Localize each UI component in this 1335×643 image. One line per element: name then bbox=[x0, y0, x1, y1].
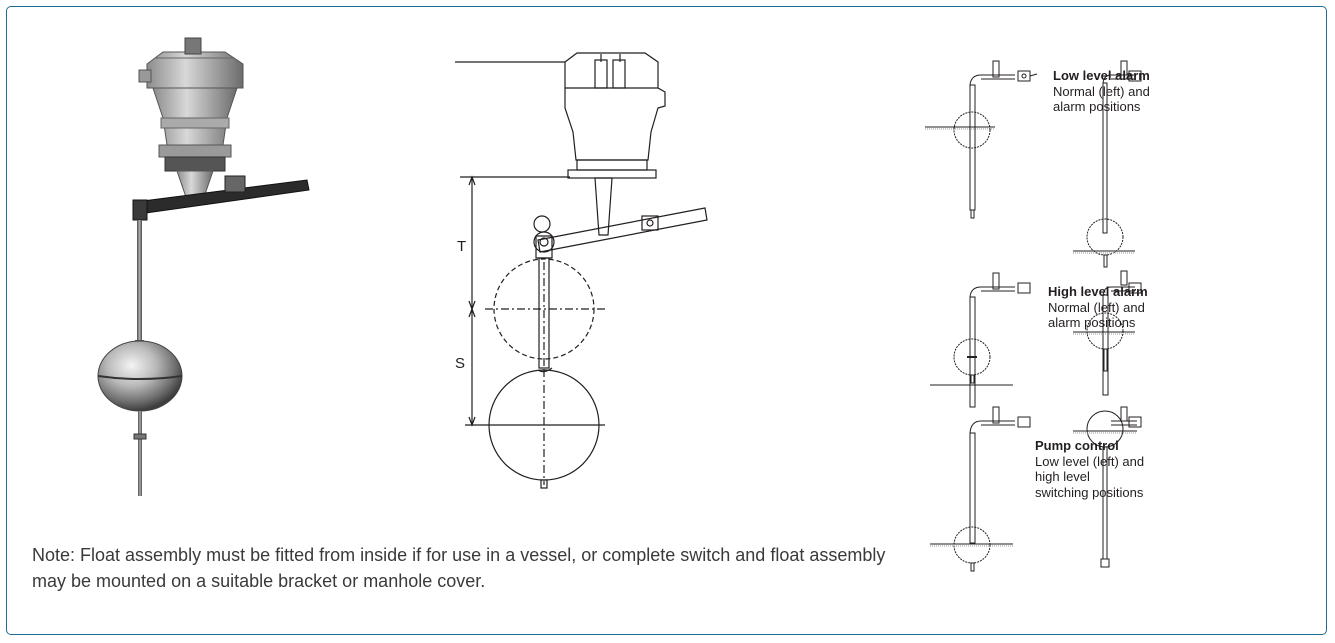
dimension-t-label: T bbox=[457, 238, 467, 255]
caption-title: High level alarm bbox=[1048, 284, 1148, 299]
low-level-alarm-diagram bbox=[1073, 60, 1142, 268]
caption-line: alarm positions bbox=[1053, 99, 1141, 114]
high-level-normal-diagram bbox=[930, 272, 1031, 408]
caption-line: Low level (left) and bbox=[1035, 453, 1145, 469]
technical-drawing bbox=[455, 52, 708, 489]
caption-line: high level bbox=[1035, 469, 1090, 484]
position-diagrams bbox=[925, 60, 1142, 572]
figure-frame bbox=[6, 6, 1327, 635]
high-level-alarm-diagram bbox=[1073, 270, 1142, 396]
caption-low-level-alarm: Low level alarm Normal (left) and alarm … bbox=[1053, 68, 1150, 115]
caption-line: switching positions bbox=[1035, 484, 1144, 500]
pump-control-low-diagram bbox=[930, 406, 1031, 572]
dimension-s-label: S bbox=[455, 355, 466, 372]
pump-control-high-diagram bbox=[1073, 406, 1142, 568]
caption-high-level-alarm: High level alarm Normal (left) and alarm… bbox=[1048, 284, 1148, 331]
caption-title: Low level alarm bbox=[1053, 68, 1150, 83]
caption-line: alarm positions bbox=[1048, 315, 1136, 330]
caption-line: Normal (left) and bbox=[1048, 299, 1145, 315]
low-level-normal-diagram bbox=[925, 60, 1038, 219]
caption-title: Pump control bbox=[1035, 438, 1119, 453]
float-switch-photo bbox=[97, 37, 310, 496]
installation-note: Note: Float assembly must be fitted from… bbox=[32, 545, 886, 591]
caption-line: Normal (left) and bbox=[1053, 83, 1150, 99]
caption-pump-control: Pump control Low level (left) and high l… bbox=[1035, 438, 1144, 500]
